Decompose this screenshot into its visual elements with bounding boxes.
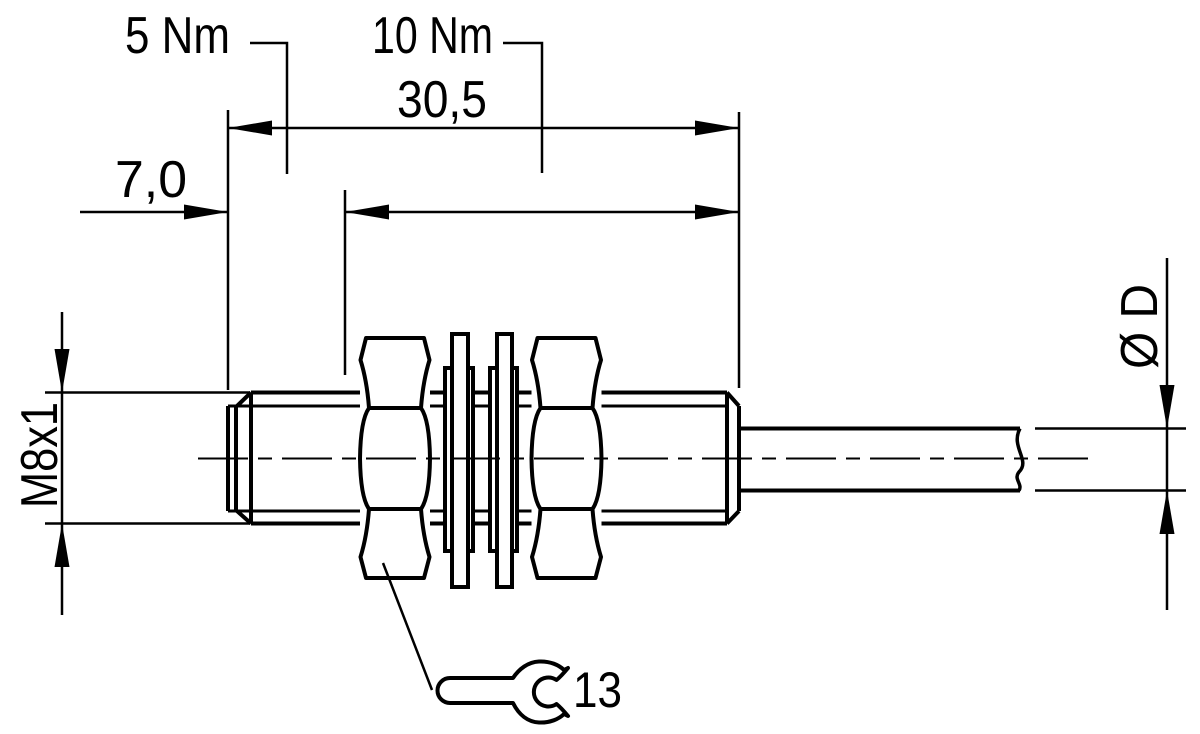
arrow-left bbox=[345, 204, 389, 220]
thread-root-lines bbox=[228, 404, 727, 513]
cable-continuation bbox=[1035, 427, 1186, 492]
washer-large bbox=[495, 332, 514, 589]
washer-stack-rear bbox=[488, 332, 519, 589]
front-length-label: 7,0 bbox=[115, 151, 187, 209]
torque-rear-label: 10 Nm bbox=[372, 7, 493, 65]
front-chamfer bbox=[235, 391, 253, 525]
dimension-arrowheads bbox=[54, 120, 1175, 567]
arrow-right bbox=[695, 120, 739, 136]
cable-diameter-label: Ø D bbox=[1111, 284, 1169, 369]
cable-break-squiggle bbox=[1015, 427, 1025, 492]
leader-wrench bbox=[381, 562, 434, 691]
dimension-texts: 5 Nm 10 Nm 30,5 7,0 M8x1 Ø D 13 bbox=[11, 7, 1169, 718]
cable bbox=[739, 426, 1186, 493]
wrench-icon bbox=[435, 659, 570, 725]
arrow-down bbox=[1159, 385, 1175, 429]
arrow-up bbox=[1159, 490, 1175, 534]
leader-torque-rear bbox=[503, 41, 544, 173]
washer-stack-front bbox=[443, 332, 475, 589]
arrow-right bbox=[695, 204, 739, 220]
arrow-left bbox=[228, 120, 272, 136]
dimension-lines bbox=[45, 41, 1169, 691]
torque-front-label: 5 Nm bbox=[125, 7, 230, 65]
ext-lines-thread bbox=[45, 391, 250, 525]
washer-large bbox=[450, 332, 470, 589]
leader-torque-front bbox=[250, 41, 289, 174]
arrow-right bbox=[184, 204, 228, 220]
arrow-up bbox=[54, 523, 70, 567]
cable-first-segment bbox=[739, 426, 1020, 493]
overall-length-label: 30,5 bbox=[397, 71, 487, 129]
wrench-size-label: 13 bbox=[573, 662, 622, 718]
thread-size-label: M8x1 bbox=[11, 402, 69, 508]
arrow-down bbox=[54, 349, 70, 393]
